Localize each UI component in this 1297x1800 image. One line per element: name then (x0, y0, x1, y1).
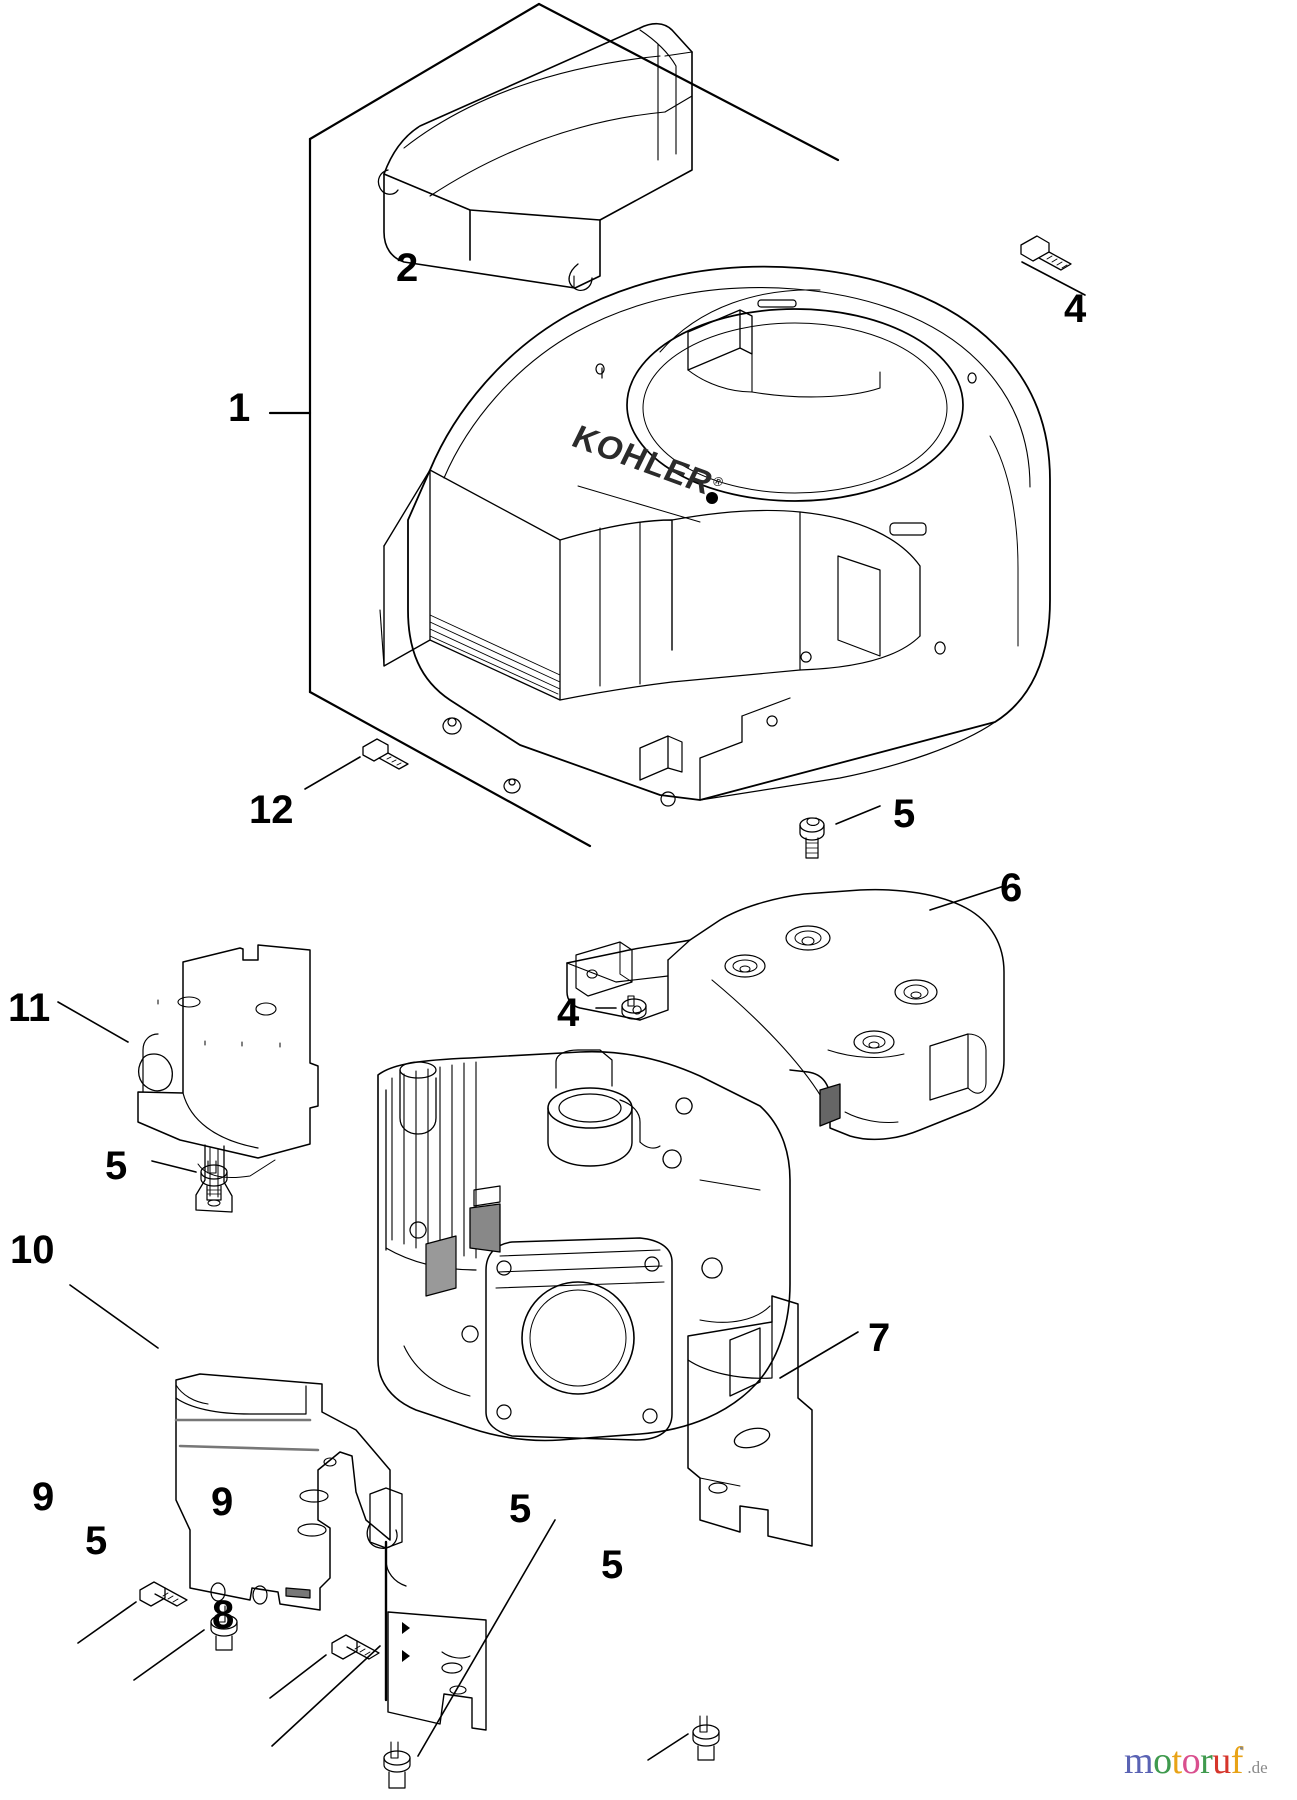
callout-12[interactable]: 12 (249, 788, 294, 832)
callout-9-center[interactable]: 9 (211, 1480, 234, 1524)
screw-5b (151, 1160, 228, 1201)
callout-5-shield[interactable]: 5 (105, 1144, 128, 1188)
kohler-nameplate-emboss (577, 485, 718, 523)
assembly-bracket-1 (268, 2, 840, 848)
part-8-bracket-plate (271, 1487, 487, 1747)
callout-9-left[interactable]: 9 (32, 1475, 55, 1519)
watermark-letter-t: t (1171, 1740, 1183, 1782)
watermark-letter-o1: o (1153, 1740, 1172, 1782)
watermark-dot: • (1238, 1742, 1244, 1758)
callout-11[interactable]: 11 (8, 986, 51, 1030)
screw-4b (595, 995, 647, 1020)
screw-12 (304, 738, 409, 790)
callout-5-right-upper[interactable]: 5 (893, 792, 916, 836)
watermark-letter-m: m (1124, 1740, 1154, 1782)
screw-5c (133, 1605, 238, 1681)
baffle-bosses (724, 925, 938, 1054)
callout-4-baffle[interactable]: 4 (557, 991, 580, 1035)
engine-block-reference (377, 1049, 791, 1442)
part-7-cylinder-baffle-right (687, 1295, 859, 1547)
part-11-cylinder-shield (57, 944, 319, 1213)
watermark-letter-u: u (1212, 1740, 1231, 1782)
part-2-cover (377, 22, 693, 292)
watermark-letter-f: f (1230, 1740, 1244, 1782)
screw-9a (77, 1581, 188, 1644)
callout-5-bracket[interactable]: 5 (509, 1487, 532, 1531)
callout-5-lower-right[interactable]: 5 (601, 1543, 624, 1587)
screw-5e (647, 1715, 720, 1761)
callout-8[interactable]: 8 (212, 1593, 235, 1637)
callout-5-lower-left[interactable]: 5 (85, 1519, 108, 1563)
callout-2[interactable]: 2 (396, 246, 419, 290)
motoruf-watermark: motoruf•.de (1124, 1742, 1268, 1780)
screw-4-top-right (1020, 235, 1086, 296)
part-10-cylinder-shield-lower (69, 1284, 391, 1611)
part-6-intake-baffle (566, 885, 1005, 1141)
callout-1[interactable]: 1 (228, 386, 251, 430)
callout-6[interactable]: 6 (1000, 866, 1023, 910)
screw-5d (383, 1519, 556, 1789)
callout-7[interactable]: 7 (868, 1316, 891, 1360)
callout-4-top-right[interactable]: 4 (1064, 287, 1087, 331)
watermark-tld: .de (1247, 1758, 1268, 1777)
watermark-letter-o2: o (1181, 1740, 1201, 1782)
part-1-blower-housing (379, 265, 1051, 807)
screw-5a (799, 805, 881, 859)
callout-10[interactable]: 10 (10, 1228, 55, 1272)
screw-9b (269, 1634, 380, 1699)
watermark-letter-r: r (1200, 1740, 1213, 1782)
